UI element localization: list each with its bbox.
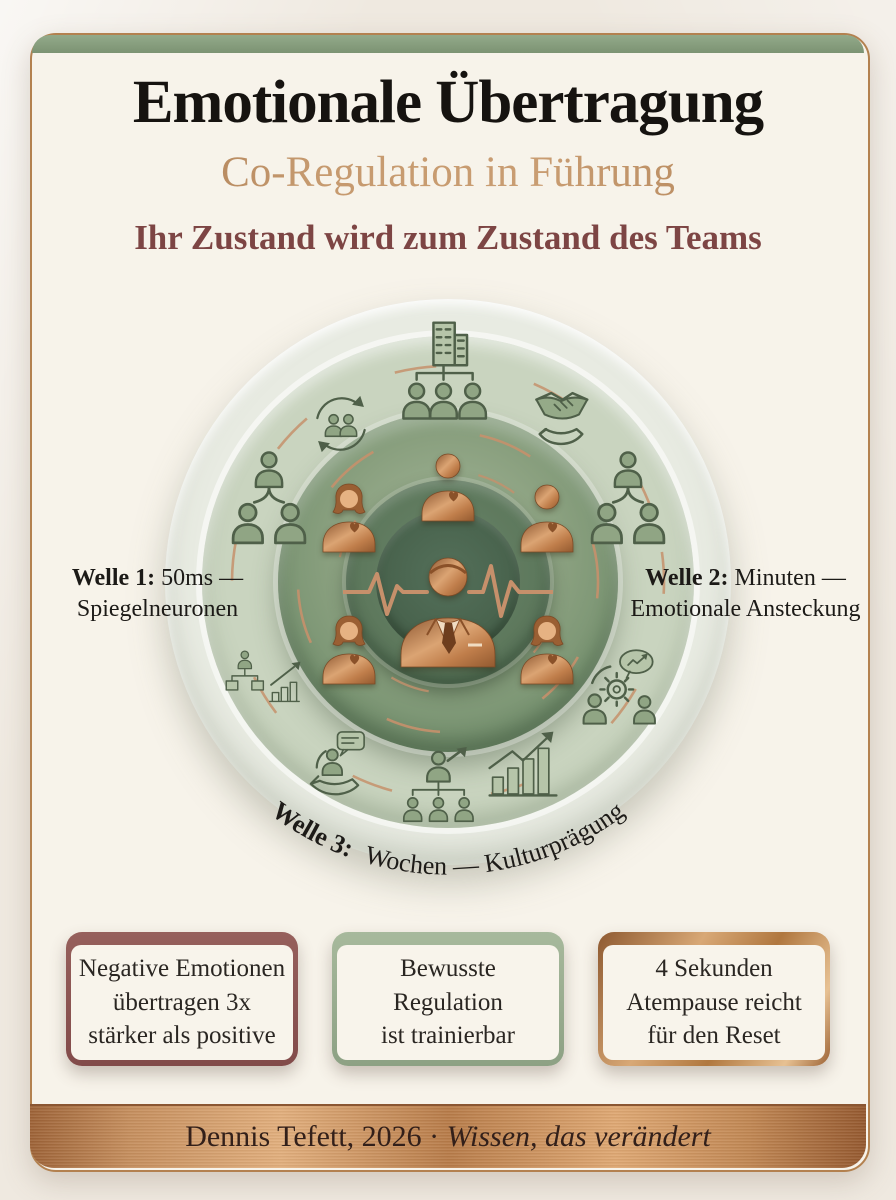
outer-dashed-arc bbox=[230, 364, 666, 800]
wave2-label: Welle 2: Minuten — Emotionale Ansteckung bbox=[618, 563, 873, 624]
takeaway-card-negative-emotions: Negative Emotionen übertragen 3x stärker… bbox=[66, 932, 298, 1066]
wave2-rest: Minuten — bbox=[734, 565, 846, 591]
mentoring-hand-icon bbox=[309, 731, 365, 796]
page-subtitle: Co-Regulation in Führung bbox=[0, 148, 896, 197]
takeaway-card-regulation: Bewusste Regulation ist trainierbar bbox=[332, 932, 564, 1066]
man-heart-top-icon bbox=[421, 453, 475, 522]
bar-chart-growth-icon bbox=[488, 731, 558, 797]
inner-dashed-arc bbox=[335, 469, 561, 695]
footer-bar: Dennis Tefett, 2026 · Wissen, das veränd… bbox=[30, 1104, 866, 1168]
card-top-bar bbox=[32, 35, 864, 53]
woman-heart-lower-right-icon bbox=[520, 615, 574, 685]
footer-separator: · bbox=[429, 1120, 440, 1153]
middle-dashed-arc bbox=[296, 430, 600, 734]
handshake-support-icon bbox=[535, 391, 589, 446]
wave1-line2: Spiegelneuronen bbox=[76, 595, 239, 622]
page-title: Emotionale Übertragung bbox=[132, 69, 764, 136]
team-hierarchy-left-icon bbox=[231, 451, 307, 545]
heartbeat-line-icon bbox=[343, 564, 553, 618]
copper-arcs-and-curved-label: Welle 3: Wochen — Kulturprägung bbox=[230, 364, 666, 881]
people-exchange-cycle-icon bbox=[316, 395, 366, 453]
wave1-label: Welle 1: 50ms — Spiegelneuronen bbox=[40, 563, 275, 624]
leader-growth-team-icon bbox=[402, 747, 474, 823]
takeaway-text: 4 Sekunden Atempause reicht für den Rese… bbox=[603, 945, 825, 1060]
page-tagline: Ihr Zustand wird zum Zustand des Teams bbox=[134, 218, 762, 257]
leader-heartbeat-icon bbox=[400, 557, 496, 668]
wave2-bold: Welle 2: bbox=[645, 565, 729, 591]
footer-credit: Dennis Tefett, 2026 bbox=[185, 1120, 422, 1153]
takeaway-text: Bewusste Regulation ist trainierbar bbox=[337, 945, 559, 1060]
footer-text: Dennis Tefett, 2026 · Wissen, das veränd… bbox=[185, 1120, 711, 1154]
woman-heart-upper-left-icon bbox=[322, 483, 376, 553]
team-hierarchy-right-icon bbox=[590, 451, 666, 545]
takeaway-text: Negative Emotionen übertragen 3x stärker… bbox=[71, 945, 293, 1060]
org-building-team-icon bbox=[402, 321, 488, 420]
woman-heart-lower-left-icon bbox=[322, 615, 376, 685]
footer-motto: Wissen, das verändert bbox=[446, 1120, 711, 1153]
man-heart-upper-right-icon bbox=[520, 484, 574, 553]
takeaway-card-breath-reset: 4 Sekunden Atempause reicht für den Rese… bbox=[598, 932, 830, 1066]
wave1-bold: Welle 1: bbox=[71, 565, 156, 591]
orgchart-growth-icon bbox=[225, 650, 301, 703]
wave1-rest: 50ms — bbox=[161, 565, 244, 591]
people-process-gear-icon bbox=[582, 649, 656, 725]
wave2-line2: Emotionale Ansteckung bbox=[630, 595, 861, 622]
